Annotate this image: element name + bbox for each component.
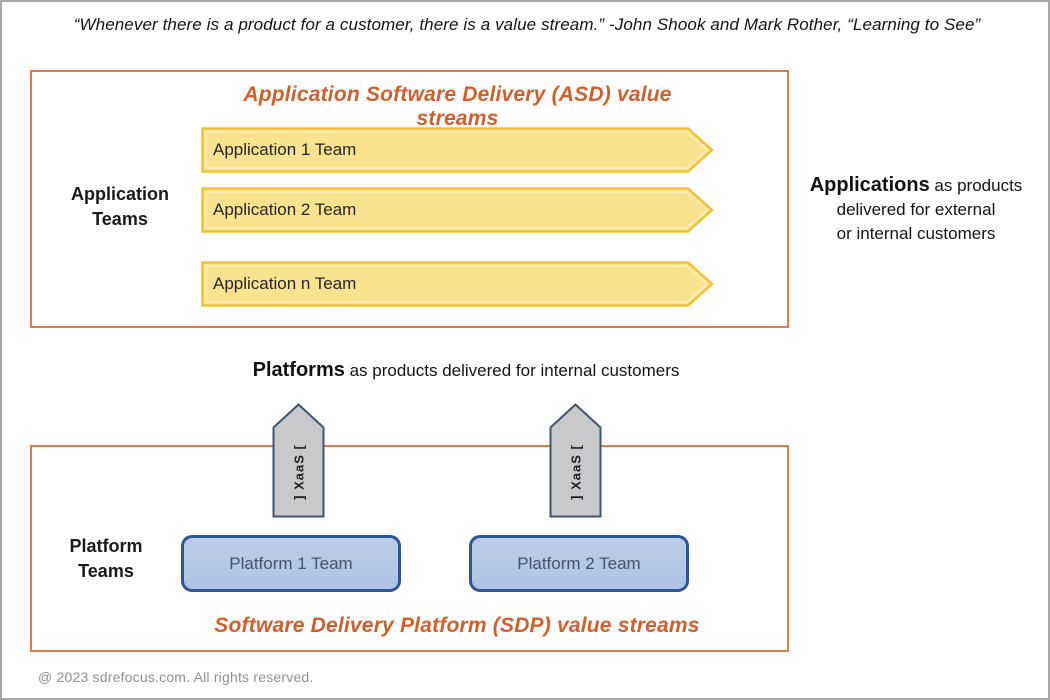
applications-note: Applications as products delivered for e… <box>800 173 1032 246</box>
application-n-team-label: Application n Team <box>213 274 357 293</box>
sdp-title: Software Delivery Platform (SDP) value s… <box>214 614 700 637</box>
value-stream-arrow-shape <box>201 127 714 173</box>
sdp-value-streams-box: Platform Teams Platform 1 Team Platform … <box>30 445 789 652</box>
platform-1-team-label: Platform 1 Team <box>229 553 353 573</box>
applications-note-bold: Applications <box>809 174 930 196</box>
xaas-arrow-shape <box>272 403 325 518</box>
applications-note-rest: as products <box>929 176 1023 195</box>
xaas-arrow-shape <box>549 403 602 518</box>
platform-2-team-label: Platform 2 Team <box>517 553 641 573</box>
xaas-label: ] XaaS [ <box>568 444 583 500</box>
platforms-note-bold: Platforms <box>252 359 345 381</box>
platform-1-team-box: Platform 1 Team <box>181 535 401 592</box>
xaas-label: ] XaaS [ <box>291 444 306 500</box>
quote-text: “Whenever there is a product for a custo… <box>73 15 981 34</box>
application-teams-label: Application Teams <box>71 184 169 229</box>
application-2-value-stream-arrow: Application 2 Team <box>201 187 714 233</box>
platform-2-team-box: Platform 2 Team <box>469 535 689 592</box>
value-stream-arrow-shape <box>201 187 714 233</box>
platforms-note-rest: as products delivered for internal custo… <box>344 361 680 380</box>
xaas-connector-2: ] XaaS [ <box>549 403 602 518</box>
applications-note-line1: Applications as products <box>800 173 1032 198</box>
footer-copyright: @ 2023 sdrefocus.com. All rights reserve… <box>38 669 314 685</box>
value-stream-arrow-shape <box>201 261 714 307</box>
application-1-value-stream-arrow: Application 1 Team <box>201 127 714 173</box>
asd-title: Application Software Delivery (ASD) valu… <box>243 83 672 130</box>
applications-note-line3: or internal customers <box>836 224 996 243</box>
asd-value-streams-box: Application Software Delivery (ASD) valu… <box>30 70 789 328</box>
application-2-team-label: Application 2 Team <box>213 200 357 219</box>
application-n-value-stream-arrow: Application n Team <box>201 261 714 307</box>
platforms-note: Platforms as products delivered for inte… <box>166 359 766 382</box>
applications-note-line2: delivered for external <box>836 200 996 219</box>
application-1-team-label: Application 1 Team <box>213 140 357 159</box>
xaas-connector-1: ] XaaS [ <box>272 403 325 518</box>
platform-teams-label: Platform Teams <box>69 536 143 581</box>
